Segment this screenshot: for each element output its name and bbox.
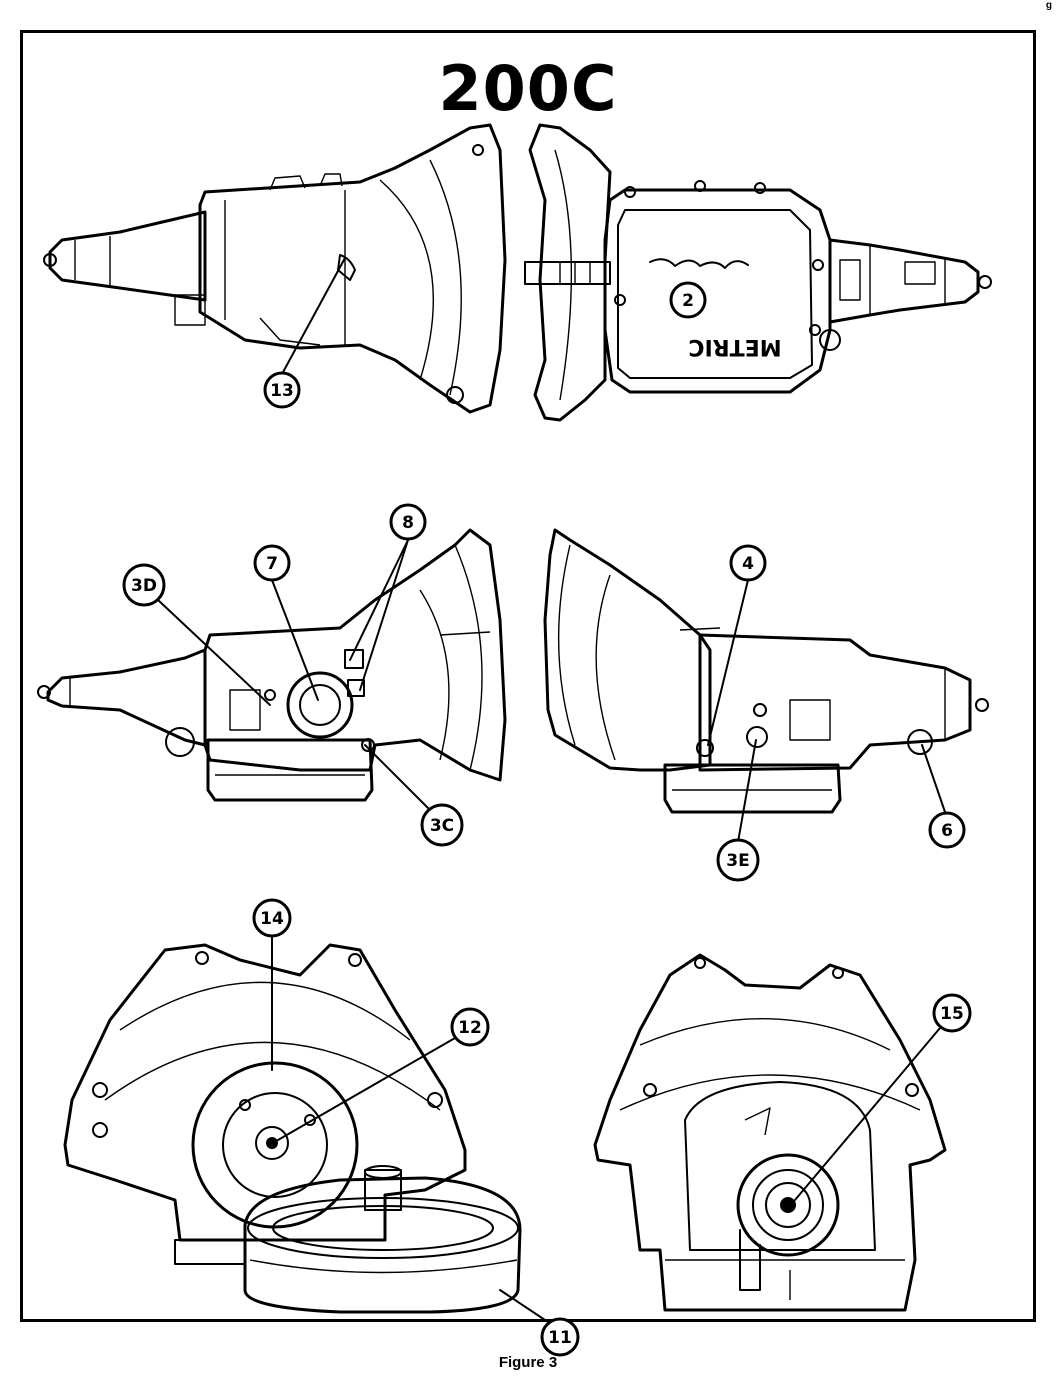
callout-7: 7 (253, 544, 291, 582)
figure-frame (20, 30, 1036, 1322)
callout-14: 14 (252, 898, 292, 938)
view-bottom-left-front (63, 943, 522, 1314)
svg-text:2: 2 (682, 291, 694, 311)
svg-text:3E: 3E (726, 851, 749, 871)
svg-text:12: 12 (458, 1018, 482, 1038)
svg-text:6: 6 (941, 821, 953, 841)
callout-11: 11 (540, 1317, 580, 1357)
callout-12: 12 (450, 1007, 490, 1047)
svg-text:3C: 3C (430, 816, 454, 836)
callout-3C: 3C (420, 803, 464, 847)
leader-lines (157, 257, 946, 1323)
callout-6: 6 (928, 811, 966, 849)
callout-13: 13 (263, 371, 301, 409)
callout-2: 2 (669, 281, 707, 319)
svg-text:3D: 3D (131, 576, 157, 596)
view-middle-right-side (543, 528, 989, 814)
svg-text:8: 8 (402, 513, 414, 533)
svg-text:15: 15 (940, 1004, 964, 1024)
svg-text:13: 13 (270, 381, 294, 401)
pan-metric-label: METRIC (688, 334, 781, 359)
callout-3E: 3E (716, 838, 760, 882)
view-middle-left-side (37, 528, 507, 802)
view-bottom-right-rear (593, 953, 947, 1312)
svg-text:11: 11 (548, 1328, 572, 1348)
figure-title: 200C (438, 52, 618, 125)
corner-mark: g (1045, 0, 1052, 11)
callout-4: 4 (729, 544, 767, 582)
callout-3D: 3D (122, 563, 166, 607)
view-top-right-underside (524, 123, 992, 422)
callout-8: 8 (389, 503, 427, 541)
svg-text:7: 7 (266, 554, 278, 574)
callout-15: 15 (932, 993, 972, 1033)
svg-text:4: 4 (742, 554, 754, 574)
view-top-left-side (43, 123, 507, 414)
figure-caption: Figure 3 (498, 1354, 558, 1371)
svg-text:14: 14 (260, 909, 284, 929)
